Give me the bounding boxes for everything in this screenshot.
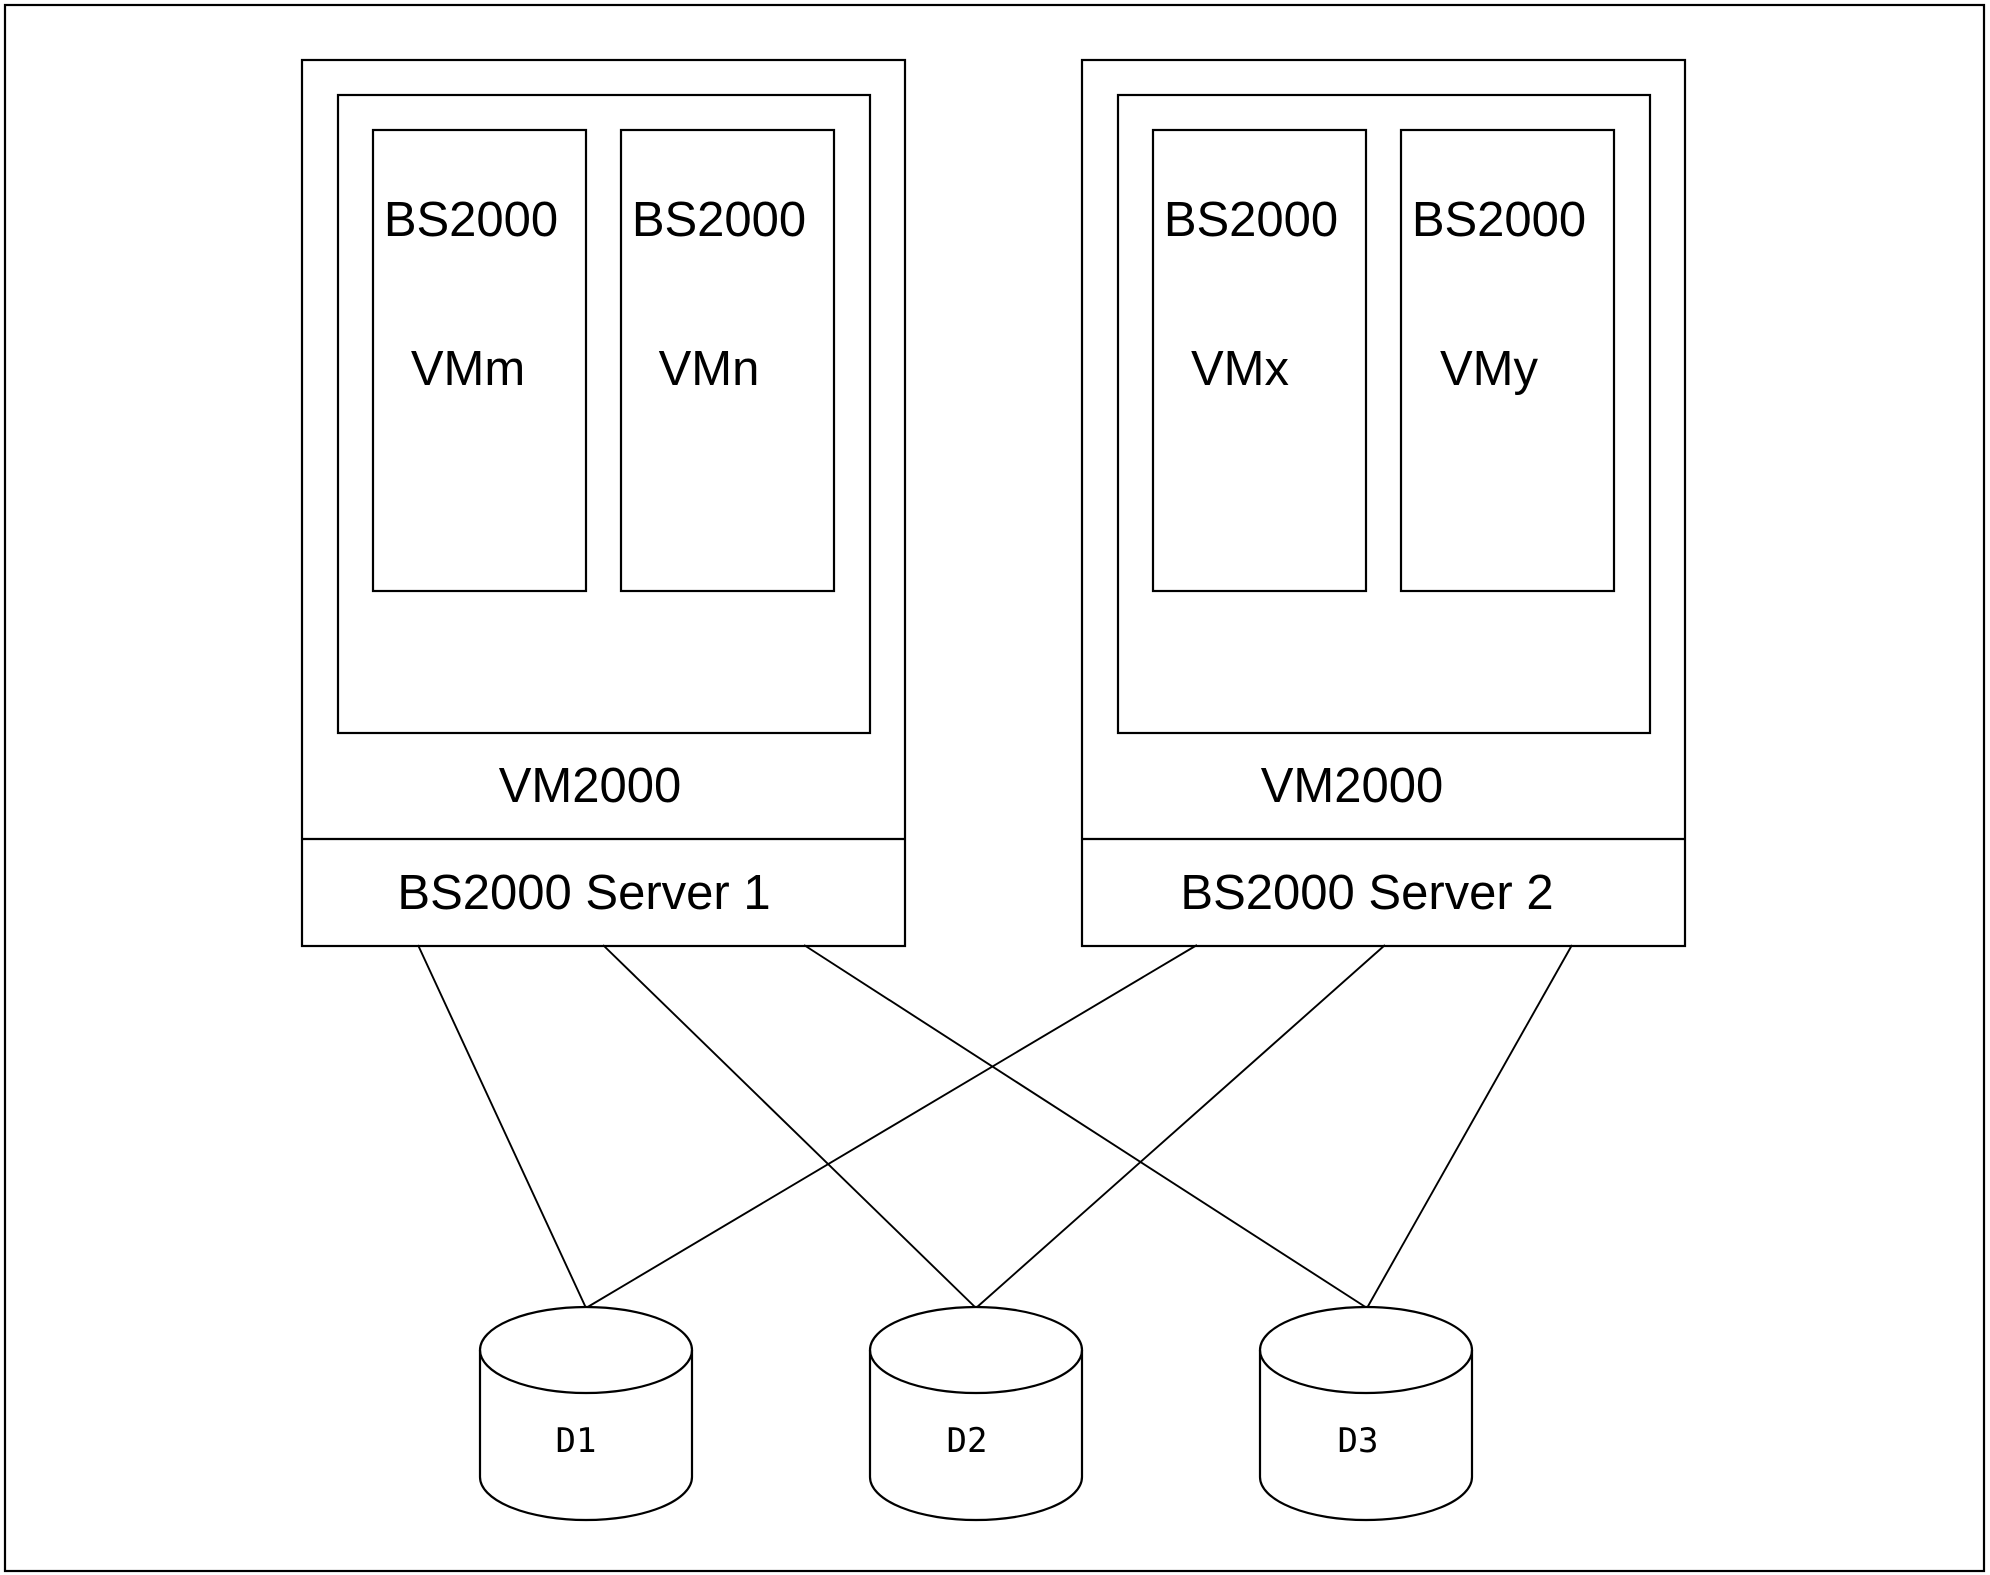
server-1-vm-1-box [371, 128, 588, 593]
disk-d1-top-rim [478, 1349, 694, 1395]
server-2-vm-1-name: VMx [1191, 342, 1289, 396]
server-2-vm-1-os: BS2000 [1164, 193, 1338, 247]
server-1: BS2000 VMm BS2000 VMn VM2000 BS2000 Serv… [300, 58, 907, 948]
link-server2-d2 [975, 944, 1386, 1309]
server-2-vm-2-box [1399, 128, 1616, 593]
server-2-hypervisor-box [1116, 93, 1652, 735]
link-server1-d2 [602, 944, 977, 1309]
server-2: BS2000 VMx BS2000 VMy VM2000 BS2000 Serv… [1080, 58, 1687, 948]
link-server1-d3 [803, 944, 1368, 1309]
outer-frame [3, 3, 1986, 1573]
server-2-vm-1-box [1151, 128, 1368, 593]
server-1-label: BS2000 Server 1 [397, 866, 770, 920]
server-1-vm-1-name: VMm [411, 342, 525, 396]
disk-d2-cylinder-icon [868, 1305, 1084, 1522]
disk-d3-cylinder-icon [1258, 1305, 1474, 1522]
disk-d1-cylinder-icon [478, 1305, 694, 1522]
server-2-hypervisor-label: VM2000 [1261, 759, 1444, 813]
server-2-label: BS2000 Server 2 [1180, 866, 1553, 920]
disk-d3-label: D3 [1338, 1421, 1379, 1461]
server-2-box [1080, 58, 1687, 948]
server-1-vm-2-os: BS2000 [632, 193, 806, 247]
disk-d3: D3 [1258, 1305, 1474, 1522]
disk-d1: D1 [478, 1305, 694, 1522]
server-1-vm-1-os: BS2000 [384, 193, 558, 247]
disk-d1-label: D1 [556, 1421, 597, 1461]
disk-d2-label: D2 [947, 1421, 988, 1461]
link-server1-d1 [417, 944, 587, 1309]
server-1-box [300, 58, 907, 948]
server-1-vm-2-box [619, 128, 836, 593]
server-2-vm-2-name: VMy [1440, 342, 1539, 396]
server-1-hypervisor-label: VM2000 [499, 759, 682, 813]
connections [417, 944, 1573, 1309]
server-1-vm-2-name: VMn [659, 342, 760, 396]
disk-d2-top-rim [868, 1349, 1084, 1395]
server-2-vm-2-os: BS2000 [1412, 193, 1586, 247]
link-server2-d1 [585, 944, 1198, 1309]
disk-d2: D2 [868, 1305, 1084, 1522]
server-1-hypervisor-box [336, 93, 872, 735]
disk-d3-top-rim [1258, 1349, 1474, 1395]
link-server2-d3 [1366, 944, 1573, 1309]
